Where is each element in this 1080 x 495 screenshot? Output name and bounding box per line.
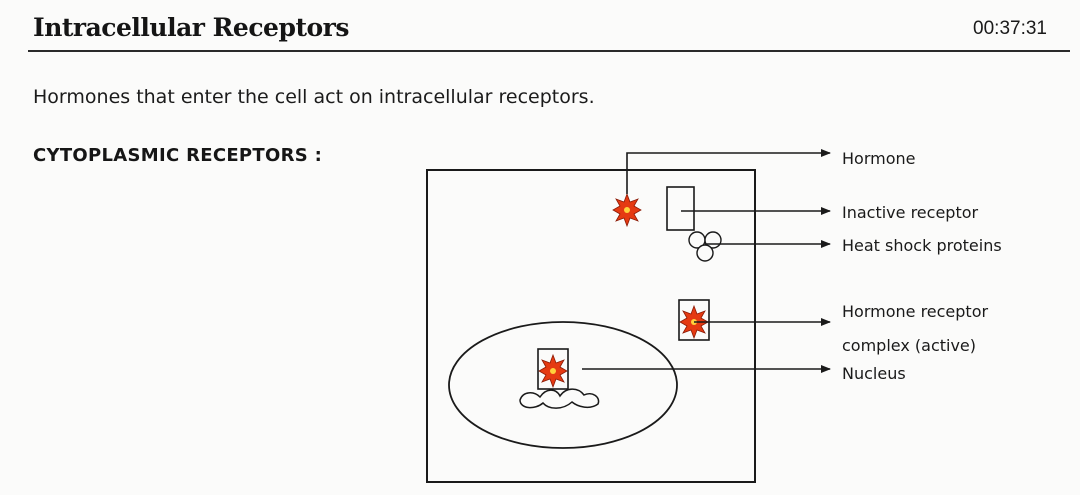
label-complex-line2: complex (active) <box>842 336 977 355</box>
cell-membrane <box>426 169 756 483</box>
label-nucleus: Nucleus <box>842 364 906 383</box>
label-complex-line1: Hormone receptor <box>842 302 989 321</box>
hormone-receptor-complex-icon <box>678 299 710 341</box>
intro-text: Hormones that enter the cell act on intr… <box>33 86 595 108</box>
hormone-star-icon <box>612 192 642 228</box>
heat-shock-proteins-icon <box>688 231 722 262</box>
label-hormone: Hormone <box>842 149 916 168</box>
page-title: Intracellular Receptors <box>33 13 349 42</box>
nucleus-envelope <box>448 321 678 449</box>
inactive-receptor-box <box>666 186 695 231</box>
label-inactive-receptor: Inactive receptor <box>842 203 979 222</box>
label-heat-shock-proteins: Heat shock proteins <box>842 236 1002 255</box>
dna-icon <box>519 388 600 409</box>
header-divider <box>28 50 1070 52</box>
video-timestamp: 00:37:31 <box>973 18 1047 39</box>
section-heading: CYTOPLASMIC RECEPTORS : <box>33 145 323 166</box>
hormone-leader-arrow <box>626 149 831 194</box>
nuclear-complex-icon <box>537 348 569 390</box>
